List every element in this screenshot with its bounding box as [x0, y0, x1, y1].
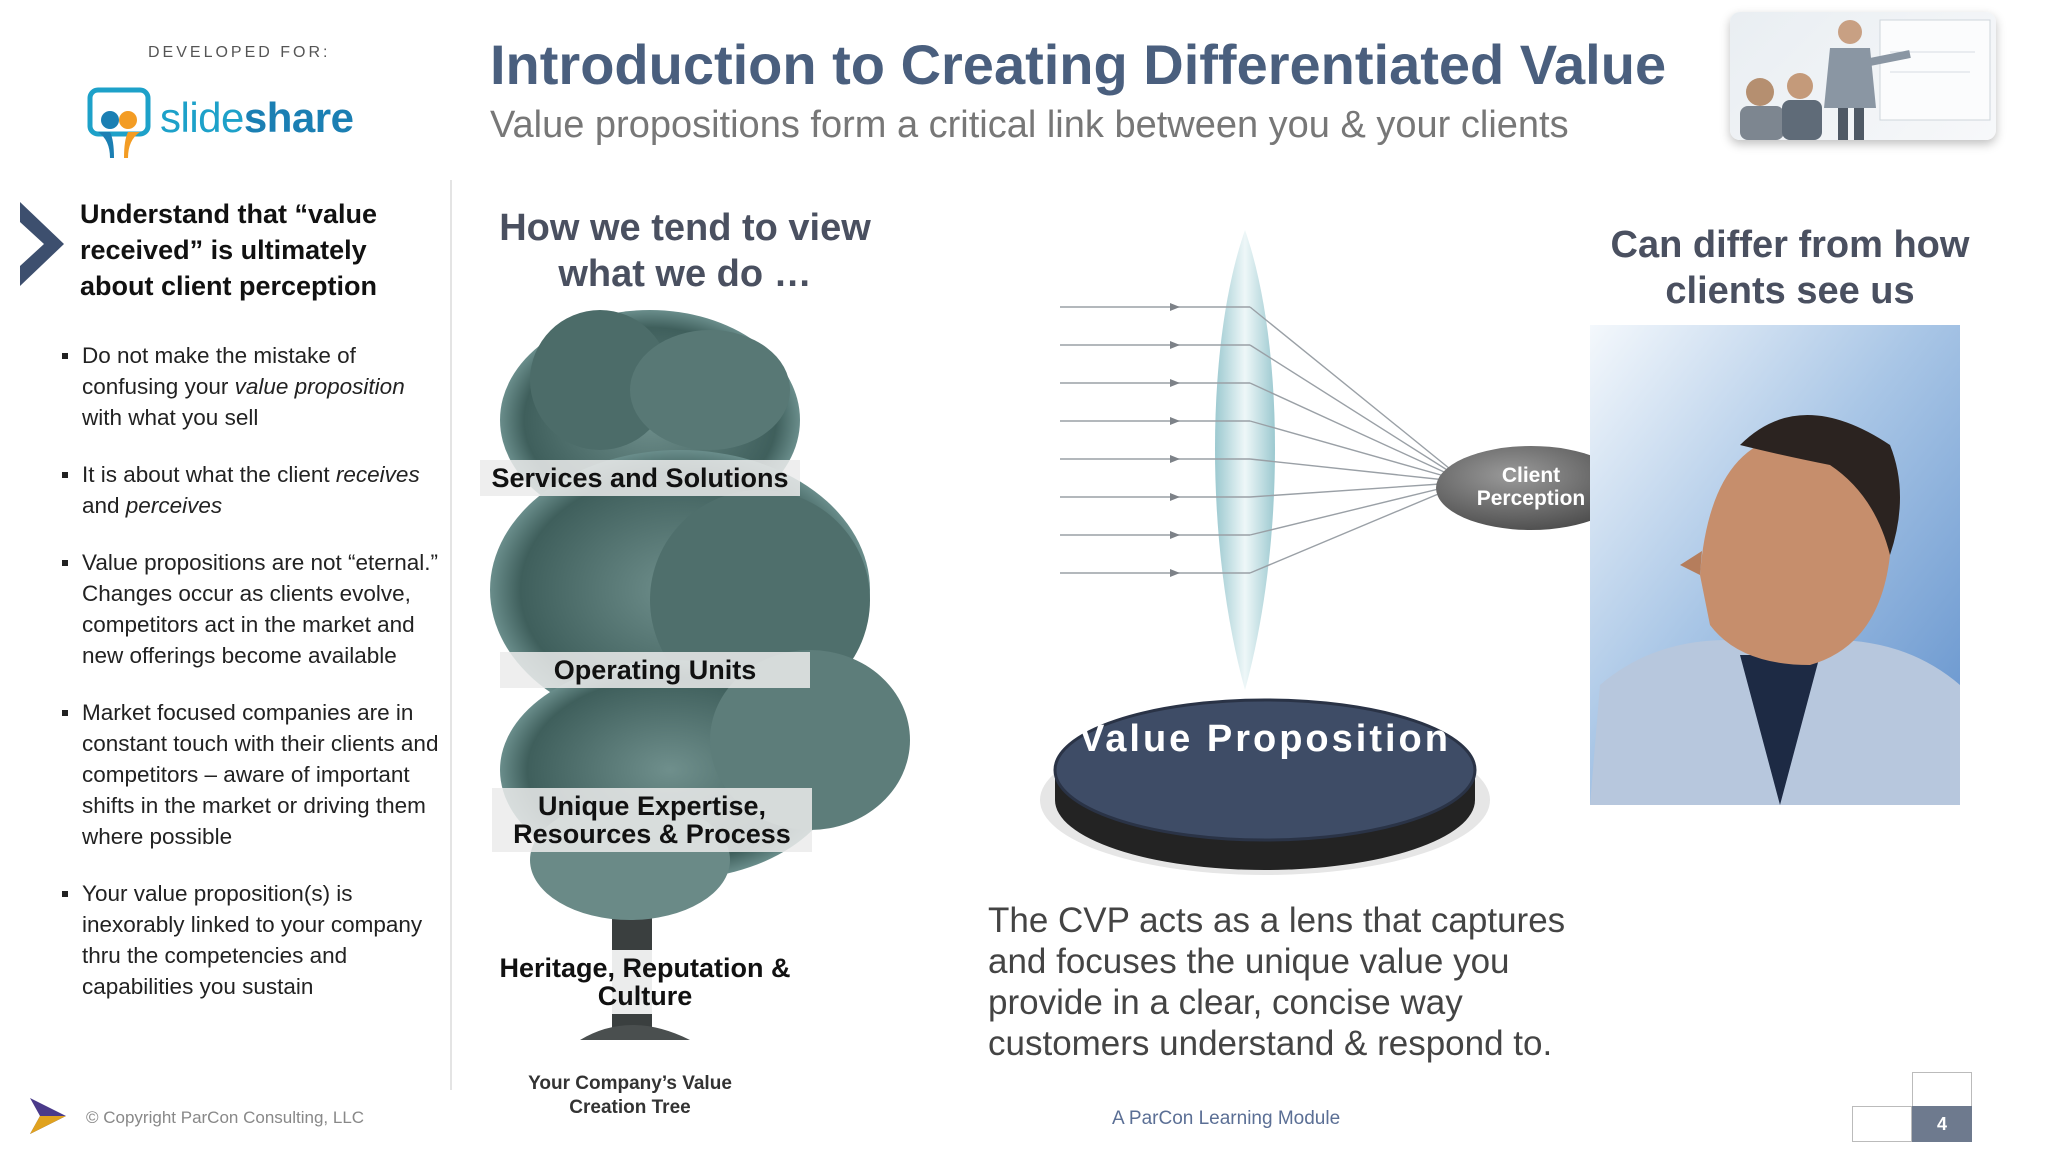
chevron-right-icon [20, 202, 64, 286]
bullet-text: Your value proposition(s) is inexorably … [82, 881, 423, 999]
parcon-logo-icon [30, 1098, 66, 1134]
column-divider [450, 180, 452, 1090]
tree-heading: How we tend to view what we do … [499, 207, 871, 295]
client-perception-ellipse [1436, 446, 1626, 530]
value-proposition-disc [1040, 698, 1490, 875]
bullet-text: It is about what the client [82, 462, 336, 487]
tree-label-expertise: Unique Expertise, Resources & Process [492, 788, 812, 852]
client-perception-label: Client Perception [1476, 464, 1586, 510]
tree-label-heritage: Heritage, Reputation & Culture [480, 950, 810, 1014]
bullet-item: Market focused companies are in constant… [62, 697, 442, 852]
bullet-text: Value propositions are not “eternal.” Ch… [82, 550, 439, 668]
cvp-description: The CVP acts as a lens that captures and… [988, 901, 1566, 1063]
slideshare-wordmark: slideshare [160, 94, 354, 141]
value-proposition-label: Value Proposition [1079, 718, 1451, 760]
bullet-text: Do not make the mistake of confusing you… [82, 343, 356, 399]
page-decoration-box [1912, 1072, 1972, 1108]
tree-caption: Your Company’s Value Creation Tree [528, 1073, 732, 1118]
page-title: Introduction to Creating Differentiated … [490, 33, 1667, 96]
bullet-marker-icon [62, 891, 68, 897]
bullet-marker-icon [62, 710, 68, 716]
bullet-marker-icon [62, 472, 68, 478]
bullet-item: Do not make the mistake of confusing you… [62, 340, 442, 433]
developed-for-label: DEVELOPED FOR: [148, 44, 331, 61]
lens-diagram-graphic [1060, 230, 1626, 690]
client-photo [1590, 325, 1960, 805]
page-subtitle: Value propositions form a critical link … [490, 104, 1569, 146]
copyright-text: © Copyright ParCon Consulting, LLC [86, 1108, 365, 1127]
value-creation-tree: Services and Solutions Operating Units U… [480, 300, 950, 1060]
module-label: A ParCon Learning Module [1112, 1108, 1341, 1129]
bullet-text: value proposition [234, 374, 405, 399]
bullet-item: Value propositions are not “eternal.” Ch… [62, 547, 442, 671]
right-heading: Can differ from how clients see us [1610, 224, 1970, 312]
slideshare-logo-icon [87, 87, 151, 158]
bullet-marker-icon [62, 560, 68, 566]
bullet-item: Your value proposition(s) is inexorably … [62, 878, 442, 1002]
bullet-list: Do not make the mistake of confusing you… [62, 340, 442, 1028]
tree-label-services: Services and Solutions [480, 460, 800, 496]
lens-diagram [1050, 225, 1650, 695]
bullet-text: with what you sell [82, 405, 259, 430]
bullet-text: Market focused companies are in constant… [82, 700, 439, 849]
bullet-marker-icon [62, 353, 68, 359]
tree-label-operating-units: Operating Units [500, 652, 810, 688]
presenter-photo [1730, 12, 1996, 140]
lead-statement: Understand that “value received” is ulti… [80, 199, 378, 301]
page-decoration-box [1852, 1106, 1912, 1142]
slideshare-logo: slideshare [86, 86, 386, 166]
bullet-text: perceives [125, 493, 223, 518]
bullet-item: It is about what the client receives and… [62, 459, 442, 521]
bullet-text: and [82, 493, 126, 518]
page-number: 4 [1912, 1106, 1972, 1142]
light-rays [1060, 306, 1456, 574]
bullet-text: receives [335, 462, 420, 487]
